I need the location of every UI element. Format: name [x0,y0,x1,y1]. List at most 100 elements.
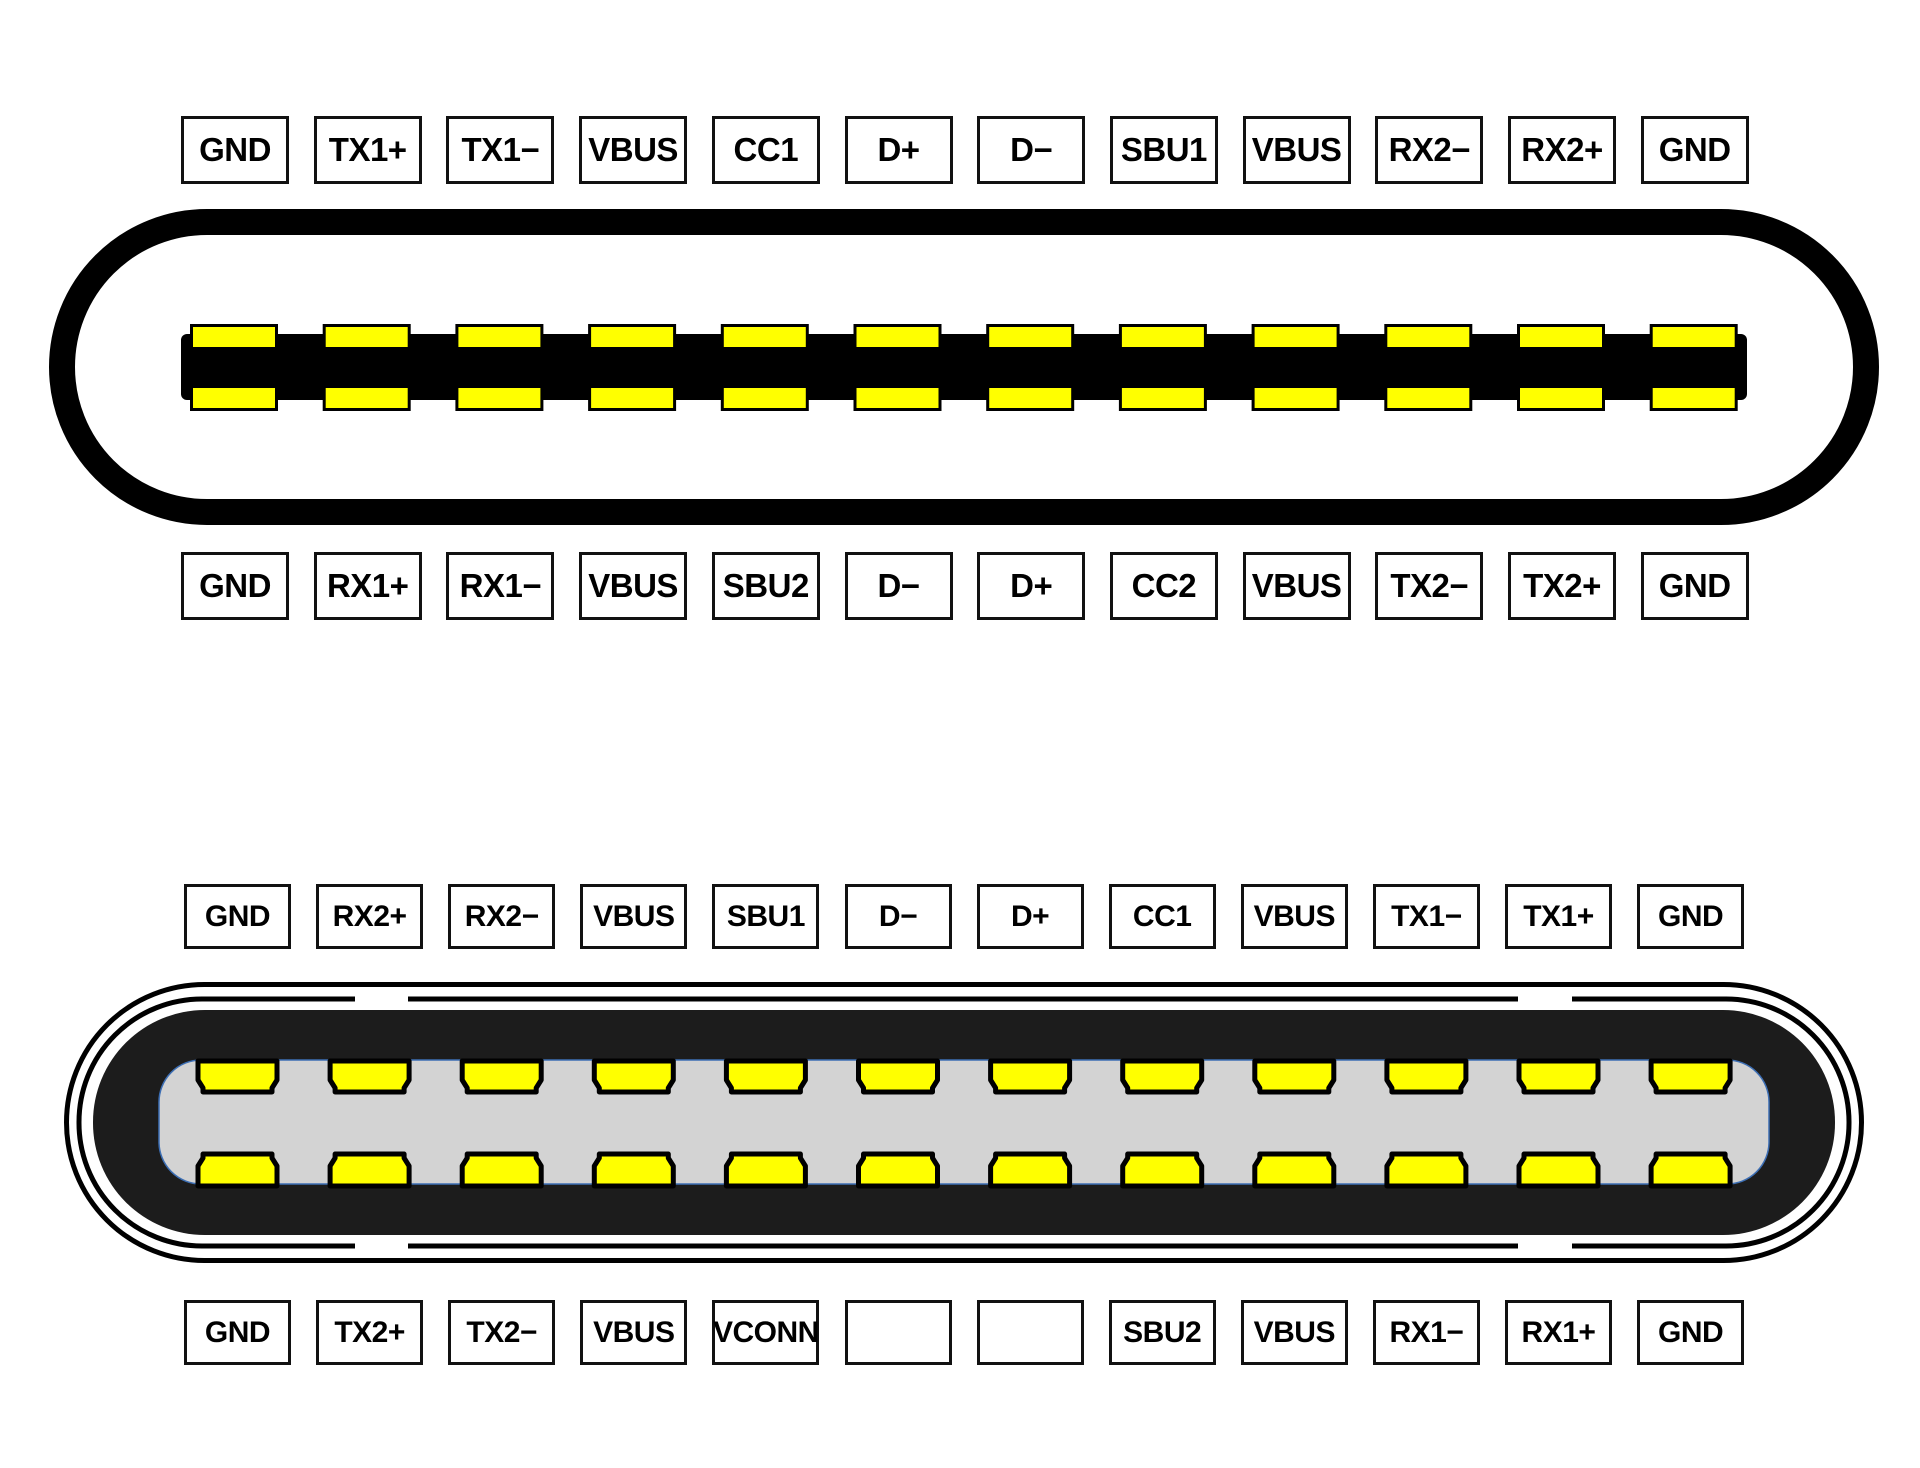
plug-contact-top [1384,1058,1469,1095]
plug-shell-gap [355,1241,408,1251]
plug-contact-bottom [195,1151,280,1189]
receptacle-pin-label-bottom: CC2 [1109,552,1218,620]
plug-pin-label-bottom [844,1300,952,1365]
plug-pin-label-top: SBU1 [712,884,820,949]
receptacle-pin-label-top: CC1 [711,116,820,184]
plug-pin-label-top: VBUS [1240,884,1348,949]
plug-contact-bottom [327,1151,412,1189]
plug-contact-top [988,1058,1073,1095]
plug-pin-label-bottom: RX1+ [1505,1300,1612,1365]
receptacle-contact-bottom [1517,385,1605,411]
receptacle-contact-top [720,324,809,350]
plug-pin-label-top: RX2+ [316,884,424,949]
receptacle-pin-label-bottom: VBUS [579,552,688,620]
plug-contact-top [1648,1058,1733,1095]
receptacle-contact-top [1384,324,1473,350]
plug-contact-top [327,1058,412,1095]
plug-contact-bottom [591,1151,676,1189]
plug-contact-bottom [1120,1151,1205,1189]
plug-contact-bottom [459,1151,544,1189]
receptacle-contact-bottom [1649,385,1738,411]
receptacle-contact-top [986,324,1075,350]
receptacle-pin-label-bottom: TX2− [1375,552,1484,620]
receptacle-contact-top [588,324,677,350]
plug-pin-label-bottom: RX1− [1372,1300,1480,1365]
receptacle-pin-label-top: RX2− [1375,116,1484,184]
receptacle-contact-bottom [853,385,942,411]
plug-pin-label-top: RX2− [448,884,556,949]
receptacle-contact-top [1517,324,1605,350]
receptacle-pin-label-bottom: SBU2 [711,552,820,620]
receptacle-contact-bottom [1384,385,1473,411]
receptacle-pin-label-bottom: GND [181,552,289,620]
receptacle-pin-label-top: TX1− [446,116,555,184]
receptacle-contact-bottom [322,385,411,411]
receptacle-pin-label-bottom: D− [844,552,953,620]
receptacle-contact-bottom [190,385,278,411]
plug-pin-label-top: D− [844,884,952,949]
receptacle-tongue [181,334,1747,400]
receptacle-pin-label-bottom: TX2+ [1508,552,1616,620]
receptacle-pin-label-top: GND [1640,116,1749,184]
plug-pin-label-top: CC1 [1108,884,1216,949]
plug-pin-label-top: TX1− [1372,884,1480,949]
plug-pin-label-bottom: TX2+ [316,1300,424,1365]
plug-contact-bottom [988,1151,1073,1189]
plug-shell-gap [1518,1241,1572,1251]
plug-pin-label-top: GND [184,884,291,949]
plug-contact-top [1120,1058,1205,1095]
receptacle-pin-label-top: D+ [844,116,953,184]
plug-contact-top [459,1058,544,1095]
receptacle-contact-bottom [588,385,677,411]
plug-pin-label-bottom [976,1300,1084,1365]
plug-contact-bottom [1516,1151,1601,1189]
receptacle-contact-top [190,324,278,350]
plug-contact-bottom [1252,1151,1337,1189]
receptacle-pin-label-top: VBUS [579,116,688,184]
receptacle-pin-label-top: SBU1 [1109,116,1218,184]
plug-pin-label-bottom: GND [1637,1300,1745,1365]
receptacle-contact-top [1649,324,1738,350]
plug-pin-label-top: TX1+ [1505,884,1612,949]
receptacle-pin-label-top: GND [181,116,289,184]
receptacle-contact-bottom [1118,385,1207,411]
receptacle-contact-bottom [986,385,1075,411]
receptacle-contact-top [853,324,942,350]
plug-inner-shell [76,996,1852,1249]
receptacle-contact-top [1251,324,1340,350]
plug-cavity [158,1059,1770,1185]
plug-contact-top [856,1058,940,1095]
receptacle-contact-bottom [455,385,544,411]
receptacle-contact-top [1118,324,1207,350]
plug-shell-gap [355,994,408,1004]
plug-pin-label-top: D+ [976,884,1084,949]
plug-contact-bottom [723,1151,808,1189]
receptacle-contact-top [455,324,544,350]
plug-pin-label-bottom: VCONN [712,1300,820,1365]
receptacle-pin-label-top: TX1+ [313,116,422,184]
receptacle-pin-label-top: RX2+ [1508,116,1616,184]
receptacle-contact-bottom [720,385,809,411]
plug-shell-gap [1518,994,1572,1004]
plug-pin-label-bottom: VBUS [1240,1300,1348,1365]
receptacle-pin-label-top: D− [977,116,1086,184]
plug-pin-label-bottom: SBU2 [1108,1300,1216,1365]
plug-contact-top [591,1058,676,1095]
plug-contact-top [195,1058,280,1095]
receptacle-pin-label-bottom: GND [1640,552,1749,620]
plug-pin-label-top: GND [1637,884,1745,949]
receptacle-pin-label-bottom: RX1− [446,552,555,620]
plug-outer-shell [64,982,1864,1263]
plug-contact-bottom [1384,1151,1469,1189]
receptacle-contact-bottom [1251,385,1340,411]
plug-pin-label-top: VBUS [580,884,688,949]
plug-pin-label-bottom: GND [184,1300,291,1365]
plug-pin-label-bottom: VBUS [580,1300,688,1365]
plug-contact-top [723,1058,808,1095]
plug-contact-top [1252,1058,1337,1095]
receptacle-pin-label-bottom: VBUS [1242,552,1351,620]
plug-pin-label-bottom: TX2− [448,1300,556,1365]
receptacle-contact-top [322,324,411,350]
receptacle-pin-label-top: VBUS [1242,116,1351,184]
